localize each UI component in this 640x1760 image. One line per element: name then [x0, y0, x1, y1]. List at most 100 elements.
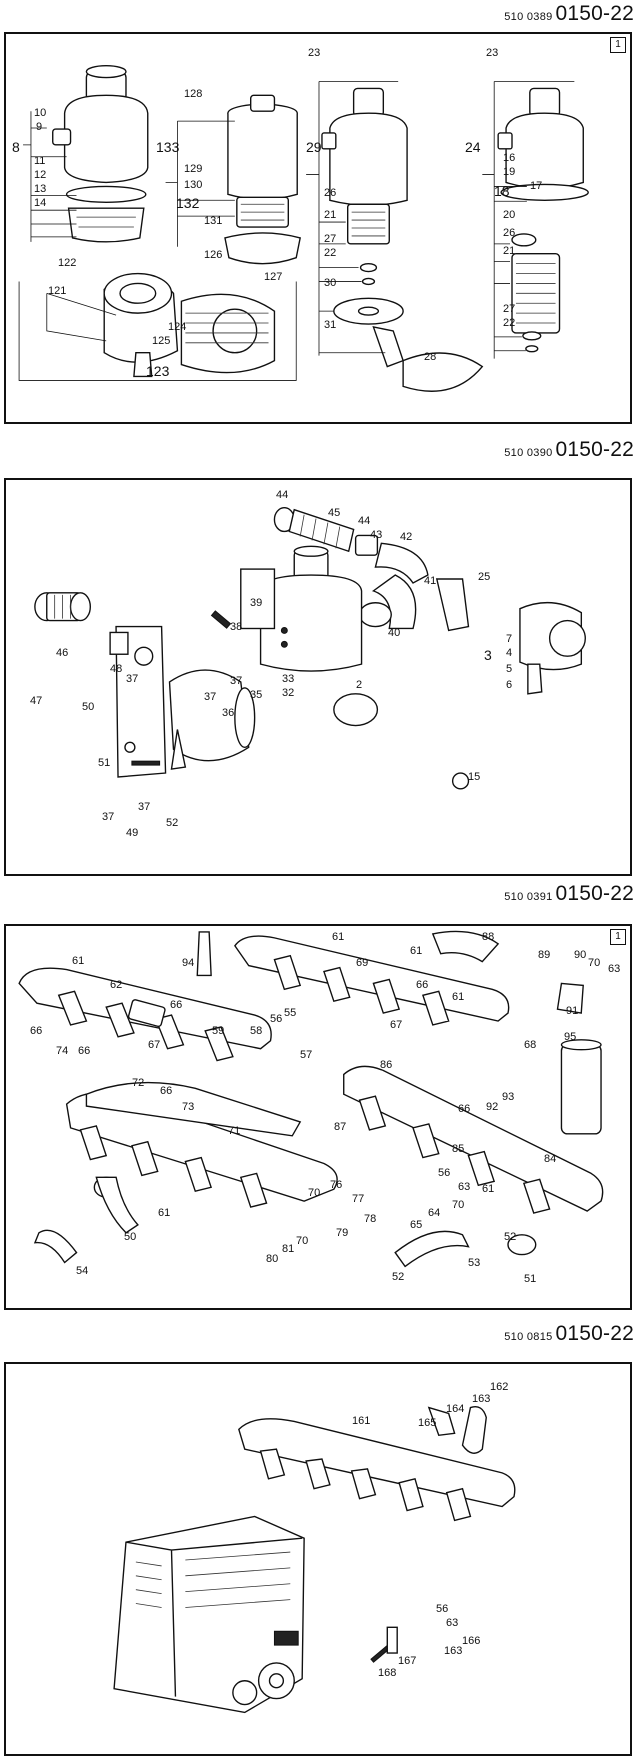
callout-48: 48	[110, 663, 123, 675]
callout-9: 9	[36, 121, 43, 133]
callout-72: 72	[132, 1077, 145, 1089]
callout-63: 63	[608, 963, 621, 975]
callout-90: 90	[574, 949, 587, 961]
callout-122: 122	[58, 257, 77, 269]
callout-49: 49	[126, 827, 139, 839]
callout-87: 87	[334, 1121, 347, 1133]
manifold-center	[33, 1081, 338, 1264]
callout-131: 131	[204, 215, 223, 227]
callout-22: 22	[324, 247, 337, 259]
callout-84: 84	[544, 1153, 557, 1165]
callout-27: 27	[503, 303, 516, 315]
callout-42: 42	[400, 531, 413, 543]
callout-37: 37	[204, 691, 217, 703]
callout-23: 23	[308, 47, 321, 59]
callout-168: 168	[378, 1667, 397, 1679]
callout-163: 163	[444, 1645, 463, 1657]
callout-70: 70	[452, 1199, 465, 1211]
callout-39: 39	[250, 597, 263, 609]
callout-61: 61	[158, 1207, 171, 1219]
callout-128: 128	[184, 88, 203, 100]
callout-7: 7	[506, 633, 513, 645]
callout-37: 37	[230, 675, 243, 687]
callout-36: 36	[222, 707, 235, 719]
panel-4-engine-diagram: 162 163 164 165 161 56 63 166 163 167 16…	[4, 1362, 632, 1756]
callout-19: 19	[503, 166, 516, 178]
callout-129: 129	[184, 163, 203, 175]
callout-45: 45	[328, 507, 341, 519]
callout-52: 52	[392, 1271, 405, 1283]
callout-121: 121	[48, 285, 67, 297]
callout-46: 46	[56, 647, 69, 659]
callout-85: 85	[452, 1143, 465, 1155]
callout-44: 44	[358, 515, 371, 527]
callout-37: 37	[138, 801, 151, 813]
callout-43: 43	[370, 529, 383, 541]
callout-14: 14	[34, 197, 47, 209]
callout-20: 20	[503, 209, 516, 221]
callout-166: 166	[462, 1635, 481, 1647]
callout-66: 66	[416, 979, 429, 991]
panel-1-ref-big: 0150-22	[555, 2, 634, 25]
panel-3-ref-big: 0150-22	[555, 882, 634, 905]
manifold-left-upper	[18, 967, 272, 1062]
callout-12: 12	[34, 169, 47, 181]
callout-58: 58	[250, 1025, 263, 1037]
callout-29: 29	[306, 139, 322, 155]
intake-hoses	[273, 507, 429, 630]
callout-22: 22	[503, 317, 516, 329]
callout-127: 127	[264, 271, 283, 283]
callout-52: 52	[504, 1231, 517, 1243]
panel-1-ref-small: 510 0389	[504, 11, 553, 23]
callout-10: 10	[34, 107, 47, 119]
callout-78: 78	[364, 1213, 377, 1225]
panel-3-ref-small: 510 0391	[504, 891, 553, 903]
panel-3-manifold-diagram: 1 61 94	[4, 924, 632, 1310]
callout-51: 51	[524, 1273, 537, 1285]
panel-2-header: 510 0390 0150-22	[504, 438, 634, 462]
callout-81: 81	[282, 1243, 295, 1255]
manifold-lower-right	[196, 931, 604, 1268]
panel-4-ref-small: 510 0815	[504, 1331, 553, 1343]
callout-66: 66	[30, 1025, 43, 1037]
callout-33: 33	[282, 673, 295, 685]
callout-26: 26	[503, 227, 516, 239]
callout-23: 23	[486, 47, 499, 59]
callout-40: 40	[388, 627, 401, 639]
callout-80: 80	[266, 1253, 279, 1265]
panel-3-drawing	[18, 930, 604, 1268]
callout-52: 52	[166, 817, 179, 829]
panel-2-intake-diagram: 44 45 44 43 42 41 40 39 38 46 48 37 47 5…	[4, 478, 632, 876]
callout-133: 133	[156, 139, 180, 155]
small-cleaner-3	[333, 578, 586, 790]
callout-66: 66	[160, 1085, 173, 1097]
callout-8: 8	[12, 139, 20, 155]
callout-167: 167	[398, 1655, 417, 1667]
filter-assembly-24	[497, 87, 589, 353]
callout-5: 5	[506, 663, 513, 675]
callout-32: 32	[282, 687, 295, 699]
callout-130: 130	[184, 179, 203, 191]
callout-18: 18	[494, 183, 510, 199]
callout-70: 70	[296, 1235, 309, 1247]
callout-93: 93	[502, 1091, 515, 1103]
callout-24: 24	[465, 139, 481, 155]
callout-63: 63	[446, 1617, 459, 1629]
filter-housing-38	[240, 545, 363, 672]
callout-94: 94	[182, 957, 195, 969]
callout-61: 61	[410, 945, 423, 957]
callout-70: 70	[308, 1187, 321, 1199]
callout-56: 56	[436, 1603, 449, 1615]
filter-assembly-29	[321, 87, 484, 392]
callout-68: 68	[524, 1039, 537, 1051]
callout-163: 163	[472, 1393, 491, 1405]
callout-95: 95	[564, 1031, 577, 1043]
callout-69: 69	[356, 957, 369, 969]
manifold-upper-right	[234, 930, 602, 1135]
callout-70: 70	[588, 957, 601, 969]
callout-13: 13	[34, 183, 47, 195]
callout-31: 31	[324, 319, 337, 331]
callout-53: 53	[468, 1257, 481, 1269]
engine-block	[113, 1515, 305, 1714]
callout-91: 91	[566, 1005, 579, 1017]
